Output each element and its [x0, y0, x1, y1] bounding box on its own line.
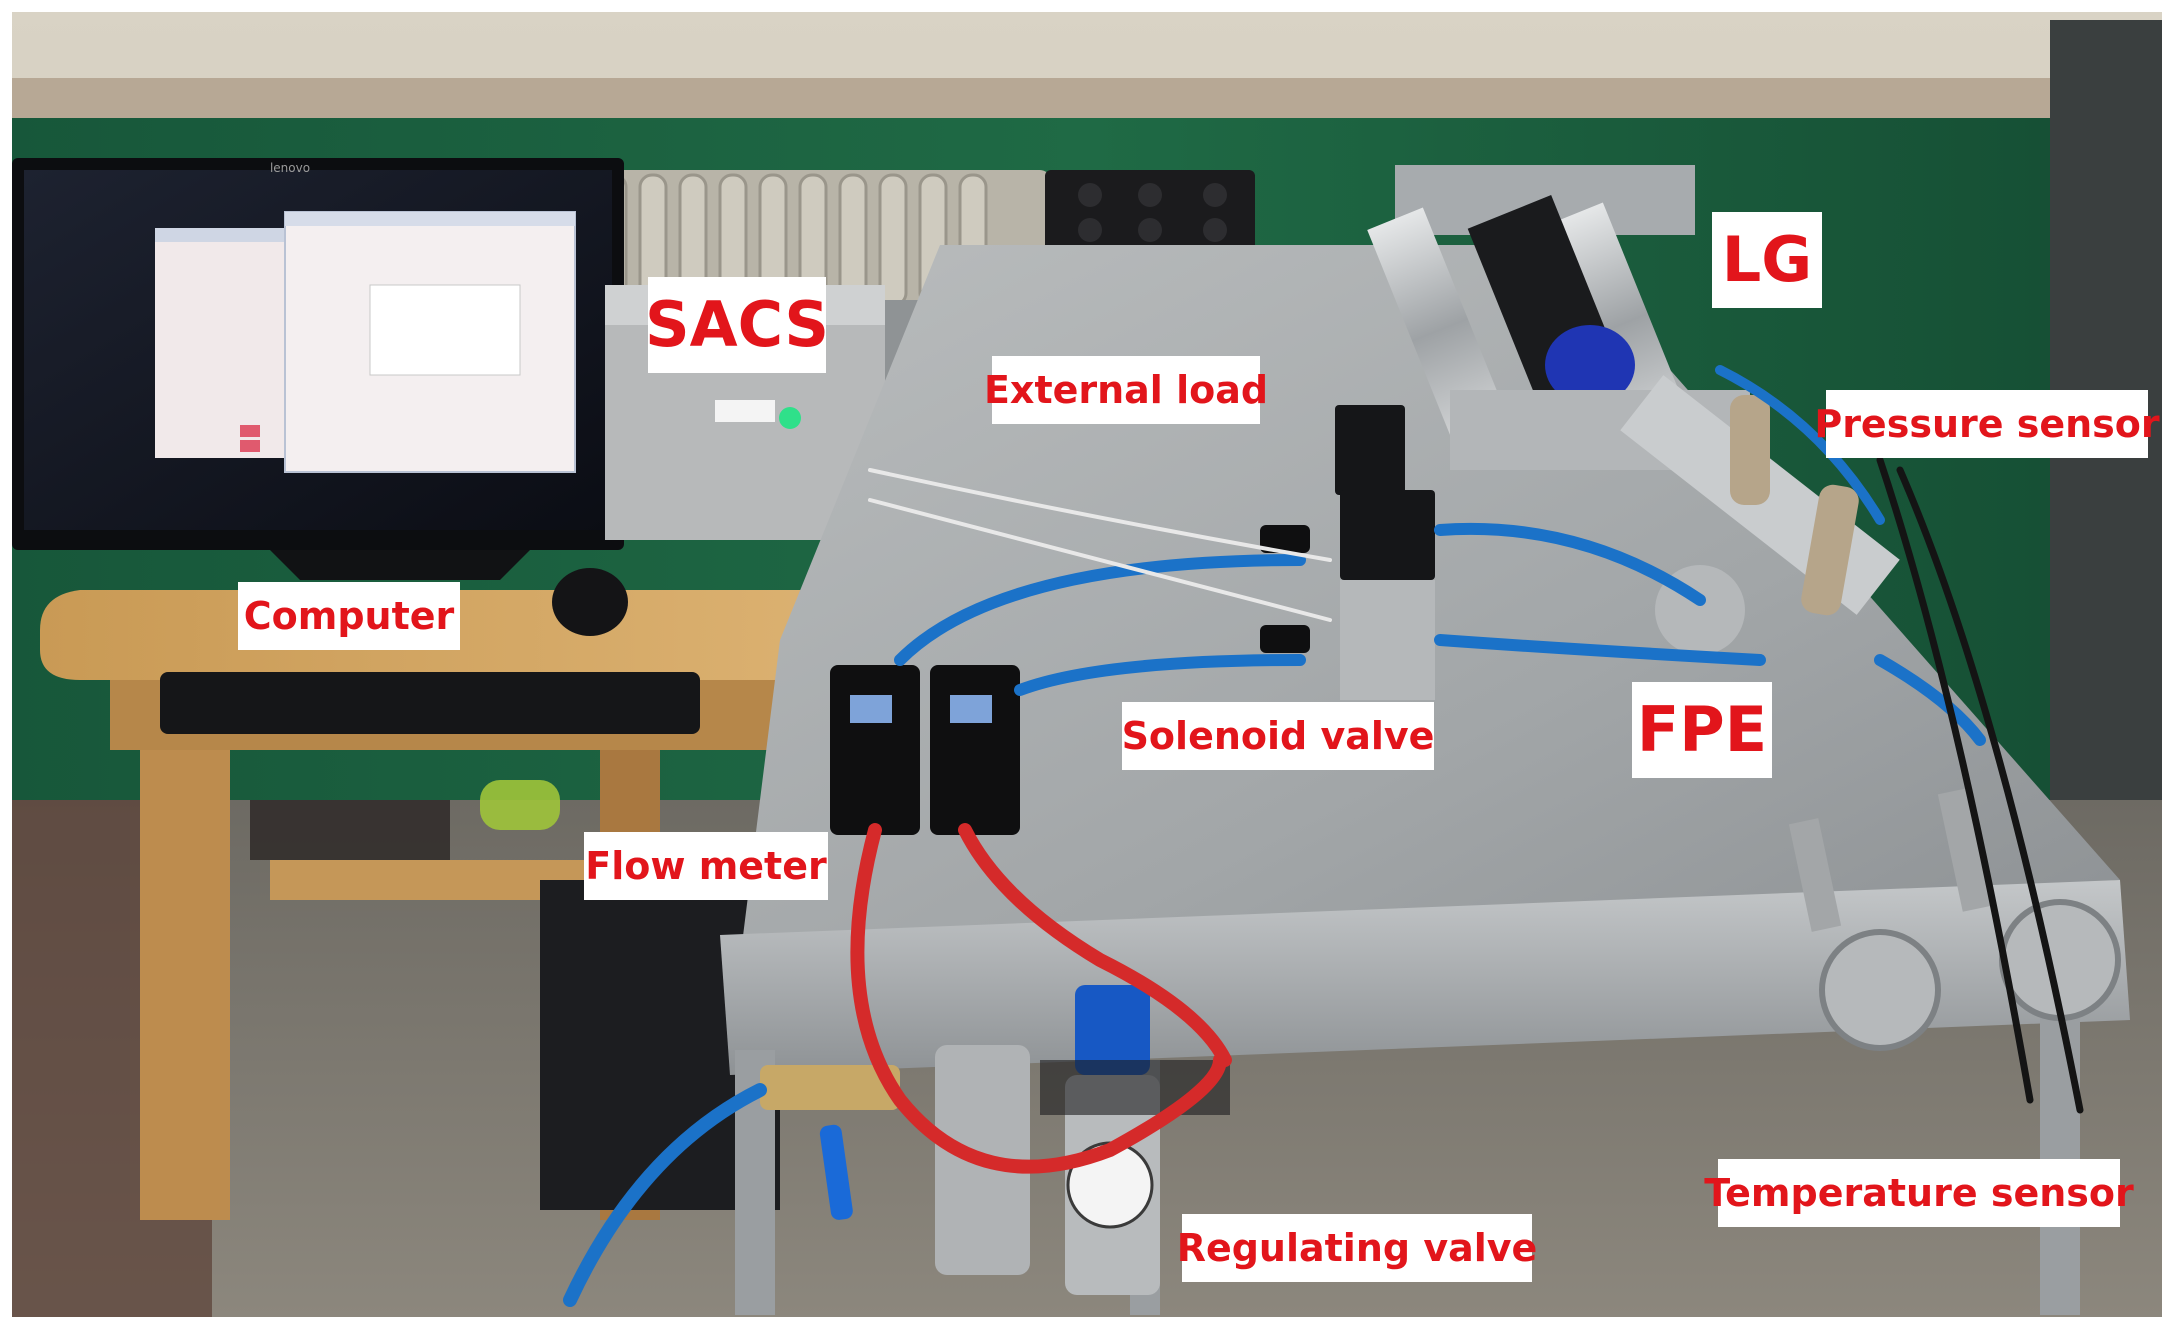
temperature-sensors	[1788, 788, 2121, 1051]
label-sacs: SACS	[645, 277, 829, 373]
power-led	[779, 407, 801, 429]
computer-monitor: lenovo	[12, 158, 624, 580]
solenoid-valves	[1260, 405, 1435, 700]
flow-meters	[830, 665, 1020, 835]
mouse	[552, 568, 628, 636]
air-hoses	[563, 365, 2084, 1307]
label-flow-meter: Flow meter	[584, 832, 828, 900]
label-lg: LG	[1712, 212, 1822, 308]
regulating-valve	[760, 985, 1230, 1295]
label-external-load: External load	[984, 356, 1268, 424]
wall-trim	[12, 78, 2102, 118]
label-pressure-sensor: Pressure sensor	[1814, 390, 2160, 458]
linear-generator	[1367, 165, 1750, 470]
label-temperature-sensor: Temperature sensor	[1704, 1159, 2134, 1227]
resistor-box	[1045, 170, 1255, 255]
keyboard	[160, 672, 700, 734]
label-computer: Computer	[238, 582, 460, 650]
label-solenoid-valve: Solenoid valve	[1122, 702, 1434, 770]
pressure-sensors	[1730, 395, 1859, 616]
label-fpe: FPE	[1632, 682, 1772, 778]
label-regulating-valve: Regulating valve	[1177, 1214, 1537, 1282]
monitor-brand: lenovo	[270, 161, 310, 175]
